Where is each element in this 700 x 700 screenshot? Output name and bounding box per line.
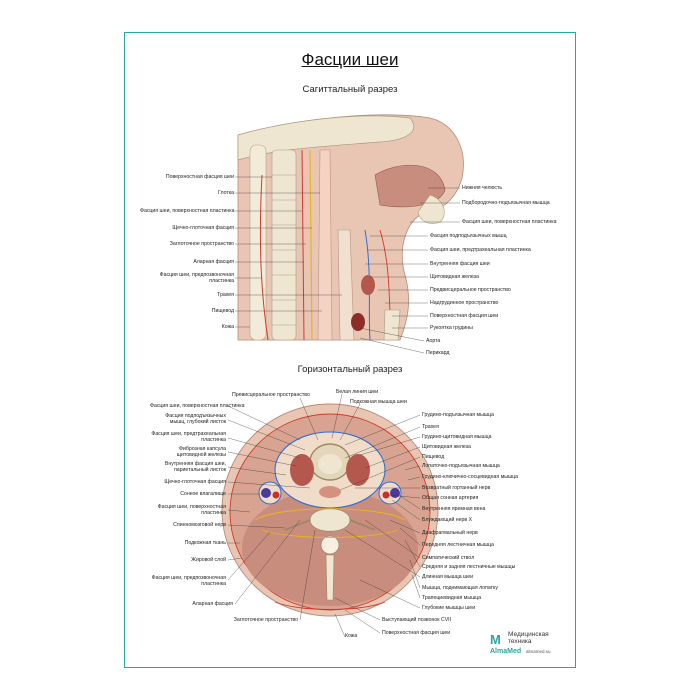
hor-label-left-12: Аларная фасция — [192, 601, 233, 607]
hor-label-left-10: Жировой слой — [191, 557, 226, 563]
hor-label-right-14: Средняя и задняя лестничные мышцы — [422, 564, 516, 570]
hor-label-left-0: Фасция шеи, поверхностная пластинка — [150, 403, 245, 409]
hor-label-right-8: Общая сонная артерия — [422, 495, 479, 501]
page-title: Фасции шеи — [301, 50, 399, 69]
tongue — [374, 164, 446, 208]
aorta — [351, 313, 365, 331]
hor-label-right-12: Передняя лестничная мышца — [422, 542, 494, 548]
hor-label-right-2: Грудино-щитовидная мышца — [422, 434, 492, 440]
hor-label-right-6: Грудино-ключично-сосцевидная мышца — [422, 474, 519, 480]
sag-label-right-1: Подбородочно-подъязычная мышца — [462, 200, 550, 206]
logo-brand-name: AlmaMed — [490, 648, 522, 655]
hor-label-left-11: Фасция шеи, предпозвоночная пластинка — [151, 575, 226, 587]
sag-label-left-4: Заглоточное пространство — [169, 241, 234, 247]
hor-label-bottom-0: Кожа — [345, 633, 358, 639]
horizontal-subtitle: Горизонтальный разрез — [297, 364, 403, 375]
logo-line1: Медицинская — [508, 631, 549, 638]
hor-label-left-5: Щечно-глоточная фасция — [164, 479, 226, 485]
logo-line2: техника — [508, 638, 532, 645]
spinal-canal — [320, 535, 340, 555]
hor-label-right-9: Внутренняя яремная вена — [422, 506, 486, 512]
sag-label-right-5: Внутренняя фасция шеи — [430, 261, 490, 267]
hor-label-left-2: Фасция шеи, предтрахеальная пластинка — [151, 431, 226, 443]
hor-label-right-18: Глубокие мышцы шеи — [422, 605, 476, 611]
hor-label-top-1: Белая линия шеи — [336, 389, 379, 395]
sagittal-right-leaders — [359, 187, 460, 354]
esophagus-horizontal — [319, 486, 341, 498]
hor-label-right-11: Диафрагмальный нерв — [422, 530, 478, 536]
sagittal-section — [237, 114, 464, 341]
thyroid-right-lobe — [346, 454, 370, 486]
sag-label-right-9: Поверхностная фасция шеи — [430, 313, 499, 319]
sag-label-left-5: Аларная фасция — [193, 259, 234, 265]
hor-label-left-13: Заглоточное пространство — [233, 617, 298, 623]
sag-label-left-7: Трахея — [217, 292, 234, 298]
sag-label-right-7: Предвисцеральное пространство — [430, 287, 511, 293]
cervical-spine — [271, 149, 297, 341]
trachea-sagittal — [337, 229, 355, 341]
sag-label-right-3: Фасция подподъязычных мышц — [430, 233, 507, 239]
hor-label-right-5: Лопаточно-подъязычная мышца — [422, 463, 500, 469]
hor-label-right-16: Мышца, поднимающая лопатку — [422, 585, 498, 591]
spinous-process — [325, 554, 335, 601]
sagittal-left-leaders — [235, 176, 342, 328]
sag-label-right-2: Фасция шеи, поверхностная пластинка — [462, 219, 557, 225]
hor-label-right-15: Длинная мышца шеи — [422, 574, 474, 580]
sternum — [383, 309, 401, 341]
thyroid-sagittal — [361, 275, 375, 295]
hor-label-right-7: Возвратный гортанный нерв — [422, 485, 491, 491]
sag-label-right-4: Фасция шеи, предтрахеальная пластинка — [430, 247, 531, 253]
hor-label-right-13: Симпатический ствол — [422, 555, 475, 561]
hor-label-left-3: Фиброзная капсула щитовидной железы — [176, 446, 226, 458]
hor-label-right-0: Грудино-подъязычная мышца — [422, 412, 494, 418]
hor-label-right-19: Выступающий позвонок CVII — [382, 617, 452, 623]
sag-label-right-6: Щитовидная железа — [430, 274, 479, 280]
hor-label-top-0: Превисцеральное пространство — [232, 392, 310, 398]
sag-label-left-0: Поверхностная фасция шеи — [165, 174, 234, 180]
logo-mark-icon: M — [490, 632, 501, 647]
sag-label-right-0: Нижняя челюсть — [462, 185, 503, 191]
sagittal-subtitle: Сагиттальный разрез — [302, 84, 398, 95]
hor-label-right-1: Трахея — [422, 424, 439, 430]
sag-label-right-10: Рукоятка грудины — [430, 325, 473, 331]
hor-label-top-2: Подкожная мышца шеи — [350, 399, 407, 405]
hor-label-right-17: Трапециевидная мышца — [422, 595, 482, 601]
hor-label-bottom-1: Поверхностная фасция шеи — [382, 630, 451, 636]
sag-label-left-9: Кожа — [221, 324, 234, 330]
hor-label-right-4: Пищевод — [422, 454, 445, 460]
sag-label-left-6: Фасция шеи, предпозвоночная пластинка — [159, 272, 234, 284]
logo-site: almamed.su — [526, 649, 551, 654]
spinal-cord — [249, 144, 267, 341]
pharynx — [317, 149, 333, 341]
sag-label-left-1: Глотка — [217, 190, 234, 196]
sag-label-right-8: Надгрудинное пространство — [430, 300, 499, 306]
hor-label-left-9: Подкожная ткань — [184, 540, 226, 546]
hor-label-left-1: Фасция подподъязычных мышц, глубокий лис… — [165, 413, 226, 425]
hor-label-left-4: Внутренняя фасция шеи, париетальный лист… — [164, 461, 226, 473]
horizontal-leaders — [227, 393, 421, 638]
horizontal-section — [221, 403, 439, 617]
hor-label-left-8: Спинномозговой нерв — [173, 522, 226, 528]
hor-label-left-7: Фасция шеи, поверхностная пластинка — [157, 504, 226, 516]
sag-label-left-3: Щечно-глоточная фасция — [172, 225, 234, 231]
hor-label-left-6: Сонное влагалище — [180, 491, 226, 497]
thyroid-left-lobe — [290, 454, 314, 486]
sag-label-right-11: Аорта — [426, 338, 441, 344]
logo-tagline: Медицинская техника — [508, 631, 549, 645]
hor-label-right-10: Блуждающий нерв X — [422, 517, 473, 523]
trachea-lumen — [318, 454, 342, 474]
vertebra-horizontal — [309, 508, 351, 532]
hor-label-right-3: Щитовидная железа — [422, 444, 471, 450]
sag-label-left-8: Пищевод — [211, 308, 234, 314]
skull-base — [237, 115, 415, 161]
sag-label-left-2: Фасция шеи, поверхностная пластинка — [140, 208, 235, 214]
almamed-logo: M Медицинская техника AlmaMed almamed.su — [490, 628, 570, 658]
sag-label-right-12: Перикард — [426, 350, 450, 356]
